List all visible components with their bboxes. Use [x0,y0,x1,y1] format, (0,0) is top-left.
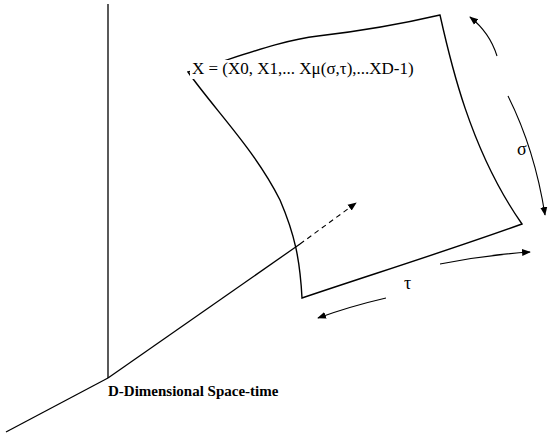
dashed-position-vector [300,203,356,244]
vertical-axis [107,4,108,378]
coordinate-label: X = (X0, X1,... Xμ(σ,τ),...XD-1) [190,60,416,79]
sigma-arrow [470,17,497,56]
depth-axis [6,378,108,432]
sigma-label: σ [515,140,529,160]
space-time-caption: D-Dimensional Space-time [106,383,280,400]
tau-arrow [440,252,530,264]
tau-label: τ [402,274,413,294]
position-vector [108,244,300,378]
sigma-arrow [508,96,545,215]
tau-arrow [318,298,386,318]
string-worldsheet [188,15,522,298]
